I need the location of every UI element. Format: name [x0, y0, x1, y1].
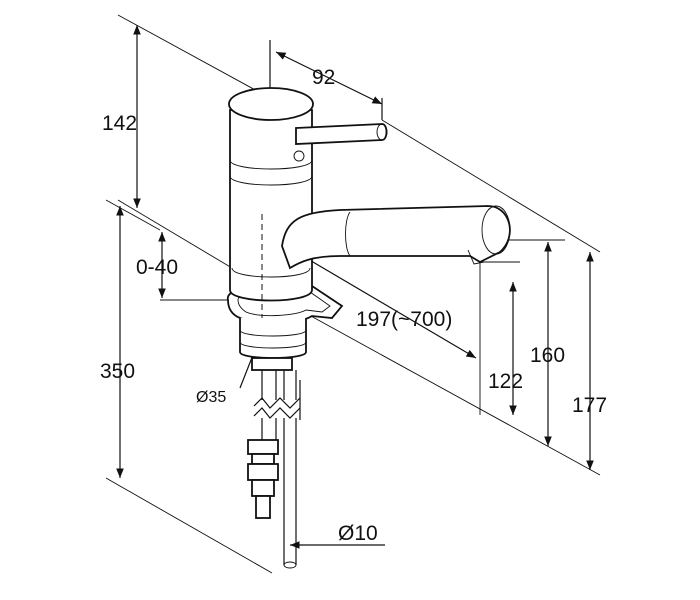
label-122: 122 [488, 370, 523, 393]
faucet-body [227, 87, 511, 569]
label-350: 350 [100, 360, 135, 383]
label-142: 142 [102, 112, 137, 135]
label-diameter-10: Ø10 [338, 522, 378, 545]
label-160: 160 [530, 344, 565, 367]
label-diameter-35: Ø35 [196, 389, 226, 406]
extension-lines [105, 14, 601, 574]
label-197: 197(~700) [356, 308, 452, 331]
label-0-40: 0-40 [136, 256, 178, 279]
label-177: 177 [572, 394, 607, 417]
label-92: 92 [312, 66, 335, 89]
dimension-lines [116, 25, 594, 549]
dimension-labels: 142 92 0-40 350 197(~700) 122 160 177 Ø3… [100, 66, 607, 545]
